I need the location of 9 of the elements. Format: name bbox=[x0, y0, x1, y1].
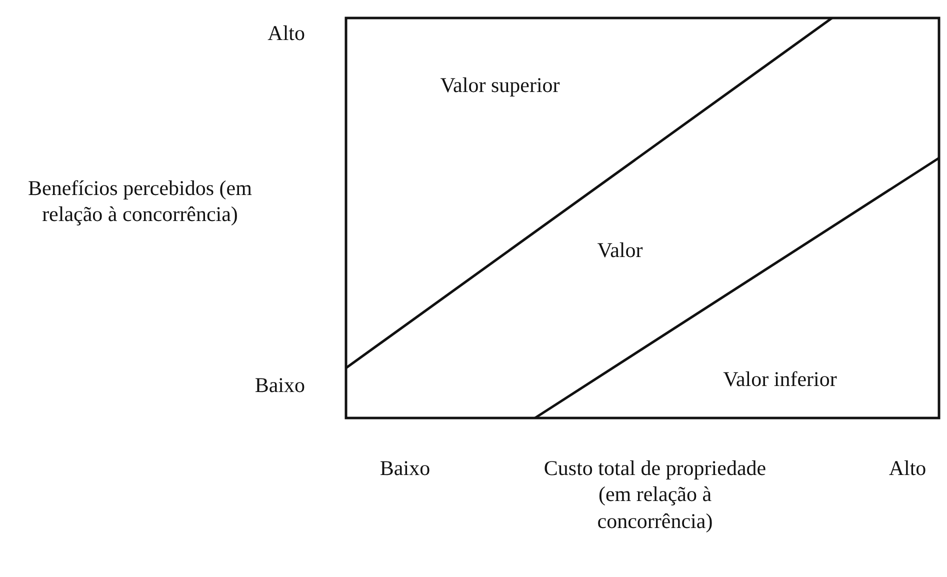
axis-end-label: Alto bbox=[266, 20, 305, 46]
region-label: Valor inferior bbox=[722, 366, 838, 392]
region-label: Valor bbox=[596, 237, 644, 264]
axis-end-label: Baixo bbox=[378, 455, 432, 482]
axis-title: Benefícios percebidos (em relação à concorrência) bbox=[27, 175, 253, 228]
axis-end-label: Alto bbox=[888, 455, 928, 482]
axis-end-label: Baixo bbox=[254, 372, 305, 398]
axis-title: Custo total de propriedade (em relação à concorrência) bbox=[542, 455, 768, 534]
region-label: Valor superior bbox=[439, 72, 561, 98]
